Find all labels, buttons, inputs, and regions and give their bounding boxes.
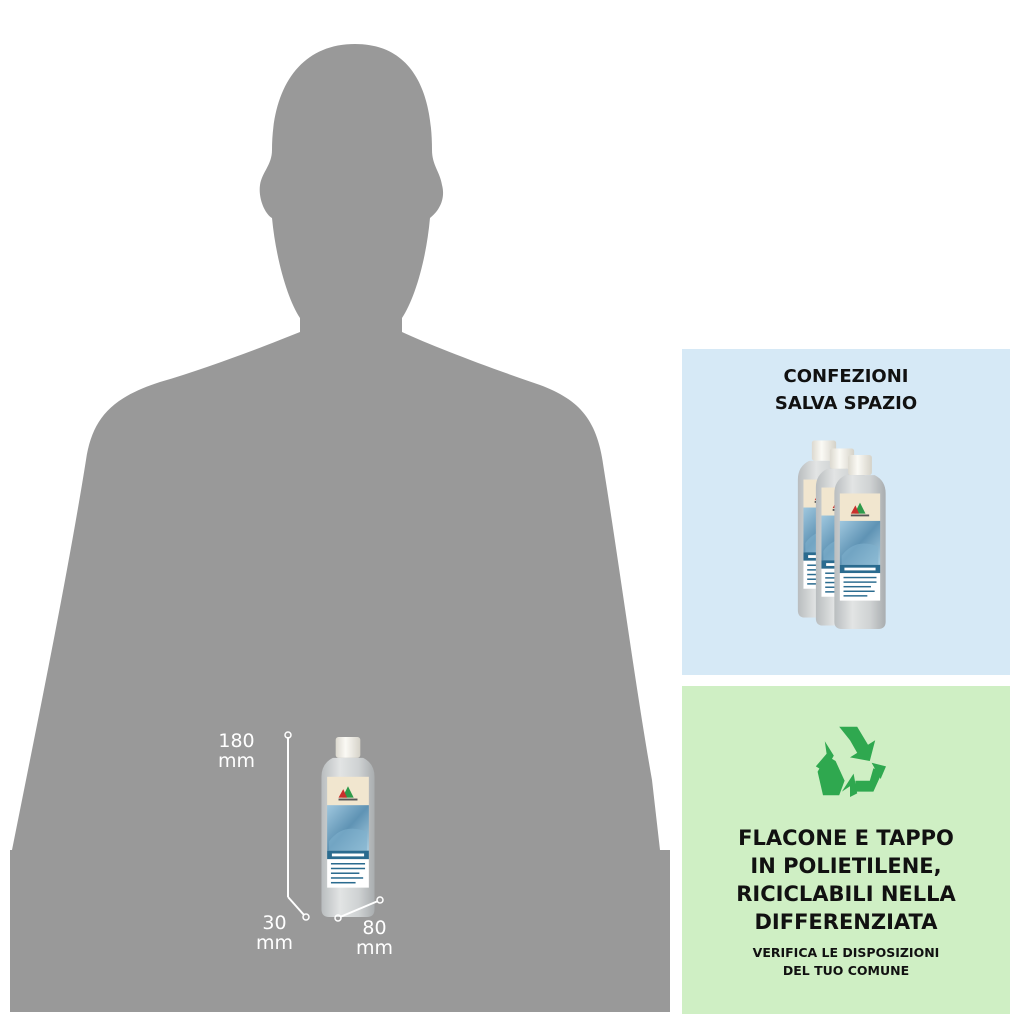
width-label: 80 mm	[356, 918, 393, 958]
silhouette-body	[10, 44, 660, 1012]
height-label: 180 mm	[218, 731, 255, 771]
recycling-note2: DEL TUO COMUNE	[782, 963, 910, 978]
depth-label: 30 mm	[256, 913, 293, 953]
recycling-title: FLACONE E TAPPO IN POLIETILENE, RICICLAB…	[682, 824, 1010, 936]
recycling-panel: FLACONE E TAPPO IN POLIETILENE, RICICLAB…	[682, 686, 1010, 1014]
recycling-note: VERIFICA LE DISPOSIZIONI DEL TUO COMUNE	[682, 944, 1010, 980]
space-saving-title: CONFEZIONI SALVA SPAZIO	[682, 363, 1010, 417]
dimension-lines	[284, 731, 384, 922]
depth-value: 30	[262, 912, 287, 934]
recycle-icon	[815, 726, 886, 797]
bottle-stack-image	[792, 439, 902, 629]
height-value: 180	[218, 730, 255, 752]
recycling-note1: VERIFICA LE DISPOSIZIONI	[752, 945, 940, 960]
space-saving-panel: CONFEZIONI SALVA SPAZIO	[682, 349, 1010, 675]
depth-unit: mm	[256, 932, 294, 954]
height-unit: mm	[218, 750, 256, 772]
recycling-line4: DIFFERENZIATA	[754, 910, 938, 934]
width-value: 80	[362, 917, 387, 939]
recycling-line1: FLACONE E TAPPO	[738, 826, 954, 850]
space-saving-line2: SALVA SPAZIO	[774, 393, 918, 414]
width-unit: mm	[356, 937, 394, 959]
recycling-line3: RICICLABILI NELLA	[736, 882, 956, 906]
recycling-line2: IN POLIETILENE,	[750, 854, 942, 878]
space-saving-line1: CONFEZIONI	[783, 366, 909, 387]
